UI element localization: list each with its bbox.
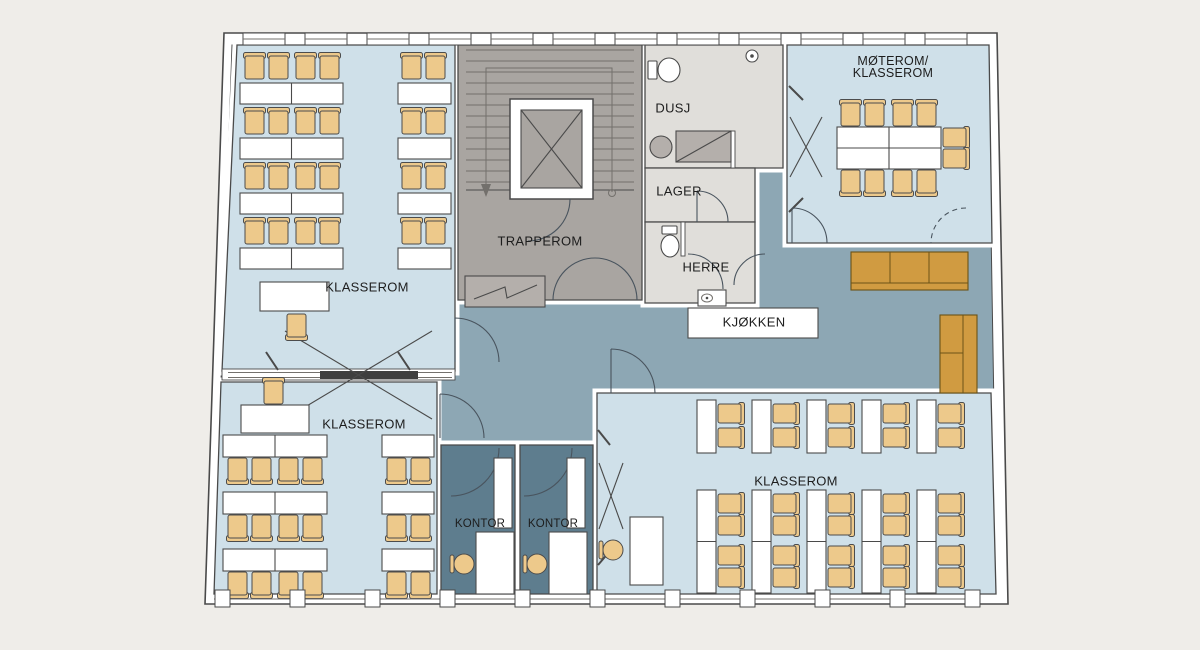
toilet-tank-icon — [647, 60, 658, 80]
sanitary-fixtures — [647, 49, 819, 339]
stairwell-contents — [464, 49, 638, 308]
label-kitchen: KJØKKEN — [722, 314, 786, 330]
label-meeting-room-line2: KLASSEROM — [852, 66, 934, 80]
electrical-zigzag — [473, 284, 538, 300]
wc-toilet-bowl-icon — [660, 234, 680, 258]
label-meeting-room-line1: MØTEROM/ — [857, 54, 929, 68]
label-shower-room: DUSJ — [655, 100, 691, 116]
kitchen-counter — [687, 307, 819, 339]
wc-stall-wall — [680, 221, 686, 257]
shower-stub-wall — [730, 130, 736, 169]
electrical-box — [464, 275, 546, 308]
label-mens-wc: HERRE — [682, 259, 730, 275]
partition-stack — [320, 371, 418, 379]
folding-partition — [221, 330, 456, 420]
door-arcs — [439, 190, 967, 497]
label-stairwell: TRAPPEROM — [497, 233, 583, 249]
label-meeting-room: MØTEROM/ KLASSEROM — [852, 54, 934, 80]
stair-walkline — [485, 67, 613, 192]
toilet-bowl-icon — [657, 57, 681, 83]
label-classroom-top-left: KLASSEROM — [325, 279, 409, 295]
furniture-layer — [222, 52, 978, 599]
label-office-1: KONTOR — [454, 518, 506, 530]
label-classroom-right: KLASSEROM — [754, 473, 838, 489]
windows-layer — [214, 32, 981, 608]
wc-toilet-tank-icon — [661, 225, 678, 235]
folding-door-symbols — [597, 85, 823, 566]
stair-direction-arrow — [481, 184, 491, 197]
water-heater-icon — [649, 135, 673, 159]
label-office-2: KONTOR — [527, 518, 579, 530]
stair-double-door — [552, 257, 638, 301]
elevator-door-arc — [527, 198, 571, 242]
label-storage: LAGER — [656, 183, 702, 199]
label-classroom-bottom-left: KLASSEROM — [322, 416, 406, 432]
